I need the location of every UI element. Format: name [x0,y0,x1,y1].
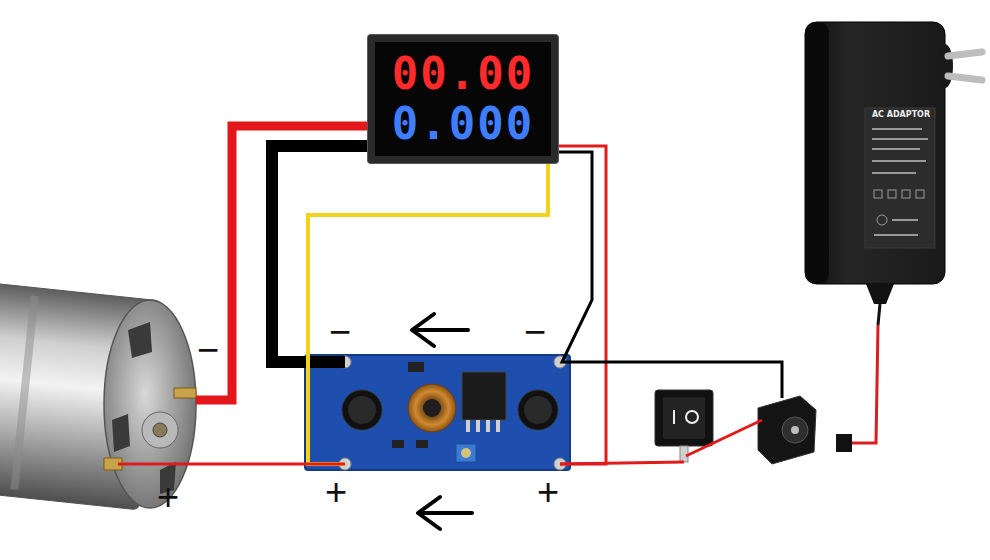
rocker-switch [673,410,675,424]
motor-terminal [174,388,196,398]
adapter-cable [878,304,880,325]
black-wire [272,146,370,362]
dc-jack [758,396,816,464]
inductor [408,384,456,432]
direction-arrow [412,314,468,346]
rocker-switch [655,390,713,462]
dc-jack [782,417,808,443]
voltage-reading: 00.00 [392,49,534,99]
direction-arrow [414,328,468,332]
dc-jack [758,396,816,464]
rocker-switch [655,390,713,446]
rocker-switch [686,411,698,423]
red-wire [556,146,606,464]
smd-part [392,440,404,448]
buck-module [423,399,441,417]
cert-mark [874,190,882,198]
polarity-sign: − [524,313,546,351]
regulator-ic [462,372,506,420]
cert-mark [902,190,910,198]
dc-motor [104,300,196,508]
buck-module [348,396,376,424]
plug-prong [948,52,982,56]
buck-module [305,355,570,470]
wires [118,126,782,464]
barrel-plug [836,434,852,452]
smd-part [408,362,424,372]
plug-prong [948,76,982,80]
direction-arrow [418,497,472,529]
capacitor [342,390,382,430]
power-adapter: AC ADAPTOR [805,22,945,284]
fine-print [892,219,918,221]
power-adapter-body [805,22,982,452]
dc-motor [142,412,178,448]
dc-jack [791,426,799,434]
polarity-sign: − [329,313,351,351]
buck-module [486,420,490,432]
fine-print [872,138,928,140]
adapter-label: AC ADAPTOR [865,110,937,120]
red-wire [118,463,345,466]
fine-print [872,148,920,150]
power-adapter-body [937,44,953,88]
red-wire [686,420,762,456]
dc-motor [0,282,196,510]
buck-module [461,448,471,458]
dc-motor [128,322,152,358]
potentiometer [456,444,476,462]
smd-part [416,440,428,448]
power-adapter-body [865,108,935,248]
strain-relief [866,284,894,304]
cert-mark [916,190,924,198]
direction-arrow [418,497,440,529]
polarity-sign: + [325,473,347,511]
dc-motor [153,423,167,437]
buck-module [466,420,470,432]
cert-mark [888,190,896,198]
dc-motor [10,295,38,490]
adapter-cable [852,325,878,443]
panel-meter: 00.000.000 [368,35,558,163]
fine-print [874,234,918,236]
buck-module [305,355,570,470]
yellow-wire [308,160,548,464]
power-adapter-body [805,22,945,284]
red-wire [560,462,684,464]
polarity-sign: + [537,473,559,511]
rocker-switch [663,397,705,439]
fine-print [872,172,916,174]
black-wire [556,152,782,398]
direction-arrow [412,314,434,346]
polarity-mark [877,215,887,225]
current-reading: 0.000 [392,99,534,149]
buck-module [476,420,480,432]
fine-print [872,128,922,130]
capacitor [518,390,558,430]
buck-module [524,396,552,424]
polarity-sign: + [157,478,179,516]
fine-print [872,160,926,162]
dc-motor [112,414,130,452]
power-adapter-body [805,22,829,284]
polarity-sign: − [197,331,219,369]
red-wire [196,126,370,400]
buck-module [496,420,500,432]
direction-arrow [420,511,472,515]
